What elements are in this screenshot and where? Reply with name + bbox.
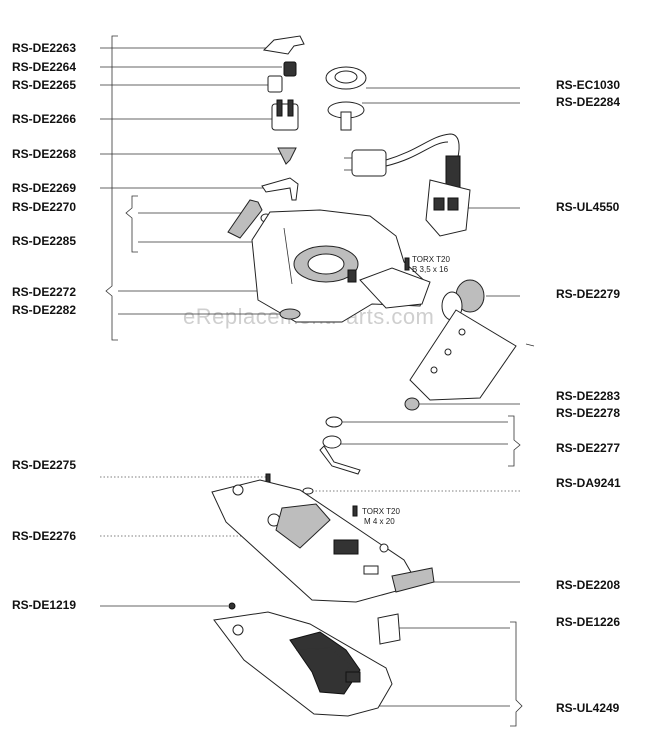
part-de2269-rod: [261, 177, 299, 201]
part-label-rs-de2272[interactable]: RS-DE2272: [12, 285, 76, 299]
part-label-rs-de2279[interactable]: RS-DE2279: [556, 287, 620, 301]
part-de2266-thermostat: [271, 99, 299, 131]
part-label-rs-de2268[interactable]: RS-DE2268: [12, 147, 76, 161]
part-de2278-ring: [325, 416, 343, 428]
part-label-rs-de2276[interactable]: RS-DE2276: [12, 529, 76, 543]
part-rear-cover: [409, 309, 535, 401]
part-ul4550-cord-plug: [344, 133, 471, 237]
torx-annotation-bottom: TORX T20 M 4 x 20: [352, 505, 400, 526]
torx-top-line2: B 3,5 x 16: [412, 265, 449, 274]
part-ul4249-soleplate: [213, 611, 393, 717]
part-de2270-lever: [227, 199, 263, 239]
part-label-rs-de2282[interactable]: RS-DE2282: [12, 303, 76, 317]
part-label-rs-de2208[interactable]: RS-DE2208: [556, 578, 620, 592]
part-de2282-washer: [279, 308, 301, 320]
part-de2208-plate: [391, 567, 435, 593]
part-label-rs-de2263[interactable]: RS-DE2263: [12, 41, 76, 55]
part-de2275-screw: [265, 473, 271, 483]
torx-annotation-top: TORX T20 B 3,5 x 16: [404, 255, 450, 274]
part-label-rs-ec1030[interactable]: RS-EC1030: [556, 78, 620, 92]
part-label-rs-de2283[interactable]: RS-DE2283: [556, 389, 620, 403]
part-de2265: [267, 75, 283, 93]
part-label-rs-de2277[interactable]: RS-DE2277: [556, 441, 620, 455]
part-de2284-button: [327, 101, 365, 131]
part-label-rs-de2264[interactable]: RS-DE2264: [12, 60, 76, 74]
part-de2264: [283, 61, 297, 77]
part-label-rs-de2265[interactable]: RS-DE2265: [12, 78, 76, 92]
part-label-rs-de1226[interactable]: RS-DE1226: [556, 615, 620, 629]
part-de2283-disc: [404, 397, 420, 411]
part-label-rs-de2285[interactable]: RS-DE2285: [12, 234, 76, 248]
part-label-rs-de1219[interactable]: RS-DE1219: [12, 598, 76, 612]
torx-top-line1: TORX T20: [412, 255, 450, 264]
torx-bottom-line2: M 4 x 20: [364, 517, 395, 526]
part-de2279-wheel: [441, 279, 485, 321]
leader-lines-left: [100, 47, 290, 607]
part-de2277-valve: [319, 435, 361, 475]
part-label-rs-de2278[interactable]: RS-DE2278: [556, 406, 620, 420]
part-label-rs-de2284[interactable]: RS-DE2284: [556, 95, 620, 109]
group-brackets: [105, 35, 523, 727]
part-label-rs-ul4550[interactable]: RS-UL4550: [556, 200, 620, 214]
part-main-housing: [251, 209, 431, 323]
part-de2263-cap: [262, 35, 305, 55]
part-de2268-knob: [277, 147, 297, 165]
part-da9241-washer: [302, 487, 314, 495]
part-label-rs-da9241[interactable]: RS-DA9241: [556, 476, 621, 490]
torx-bottom-line1: TORX T20: [362, 507, 400, 516]
part-de1226-insulator: [377, 613, 401, 645]
leader-lines-right: [312, 87, 520, 707]
part-de1219-screw: [228, 602, 236, 610]
part-label-rs-de2270[interactable]: RS-DE2270: [12, 200, 76, 214]
left-labels: RS-DE2263 RS-DE2264 RS-DE2265 RS-DE2266 …: [12, 41, 76, 612]
part-label-rs-de2275[interactable]: RS-DE2275: [12, 458, 76, 472]
part-label-rs-de2269[interactable]: RS-DE2269: [12, 181, 76, 195]
right-labels: RS-EC1030 RS-DE2284 RS-UL4550 RS-DE2279 …: [556, 78, 621, 715]
part-label-rs-de2266[interactable]: RS-DE2266: [12, 112, 76, 126]
part-label-rs-ul4249[interactable]: RS-UL4249: [556, 701, 620, 715]
part-de2276-baseplate: [211, 479, 413, 603]
